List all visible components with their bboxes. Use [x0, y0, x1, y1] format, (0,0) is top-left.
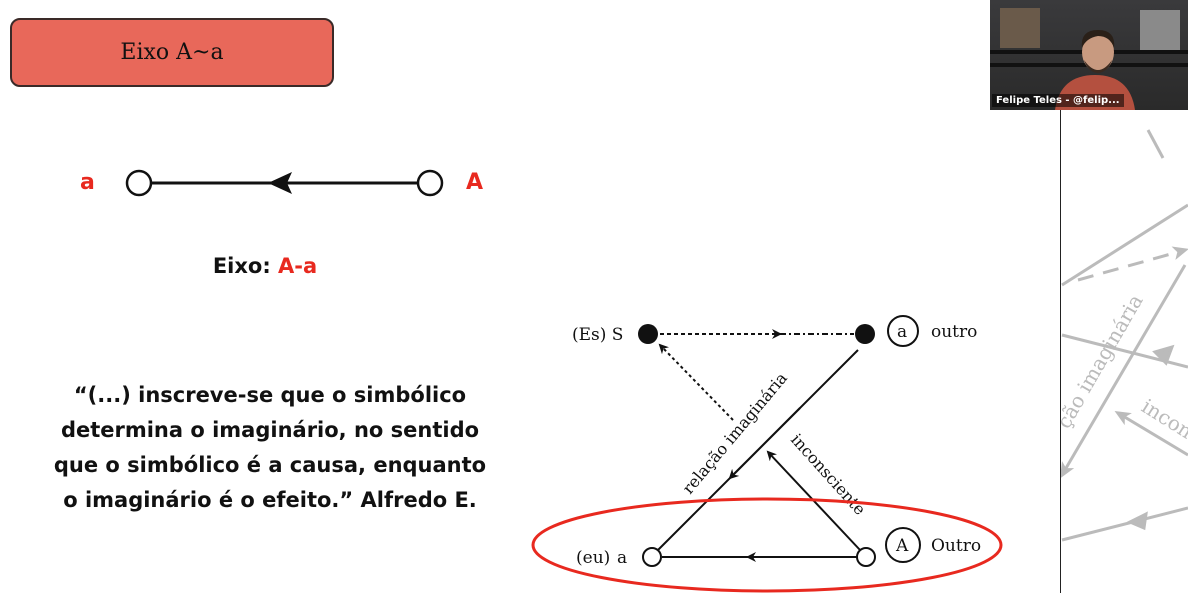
node-Outro [856, 547, 876, 567]
node-a [125, 169, 153, 197]
participant-video[interactable]: Felipe Teles - @felip... [990, 0, 1188, 110]
node-S [638, 324, 658, 344]
label-Outro: Outro [931, 536, 981, 556]
quote-line: o imaginário é o efeito.” Alfredo E. [63, 488, 477, 512]
participant-name: Felipe Teles - @felip... [992, 94, 1124, 107]
axis-right-label: A [466, 170, 484, 195]
axis-left-label: a [80, 170, 95, 195]
axis-caption: Eixo: A-a [0, 254, 530, 278]
label-es-s: (Es) S [572, 325, 623, 345]
label-a-circle: a [897, 322, 907, 342]
node-A [416, 169, 444, 197]
preview-text-inconsciente: incon [1137, 394, 1188, 444]
highlight-ellipse [531, 497, 1003, 593]
axis-caption-prefix: Eixo: [212, 254, 279, 278]
schema-l: (Es) S a outro (eu) a A Outro relação im… [531, 315, 1003, 593]
label-outro: outro [931, 322, 977, 342]
node-eu-a [642, 547, 662, 567]
label-A-circle: A [895, 536, 909, 556]
quote-line: determina o imaginário, no sentido [60, 418, 480, 442]
label-eu-a: a [617, 548, 627, 568]
quote-line: que o simbólico é a causa, enquanto [53, 453, 487, 477]
node-a-filled [855, 324, 875, 344]
slide-title: Eixo A~a [120, 40, 224, 65]
quote-line: “(...) inscreve-se que o simbólico [73, 383, 467, 407]
axis-line [125, 169, 444, 197]
label-inconsciente: inconsciente [787, 430, 870, 519]
panel-divider [1060, 110, 1061, 593]
slide-title-box: Eixo A~a [10, 18, 334, 87]
arrow-left-icon [268, 172, 292, 194]
side-preview: ção imaginária incon [1052, 129, 1188, 542]
axis-caption-value: A-a [278, 254, 318, 278]
label-eu: (eu) [576, 548, 610, 568]
quote: “(...) inscreve-se que o simbólico deter… [20, 378, 520, 518]
